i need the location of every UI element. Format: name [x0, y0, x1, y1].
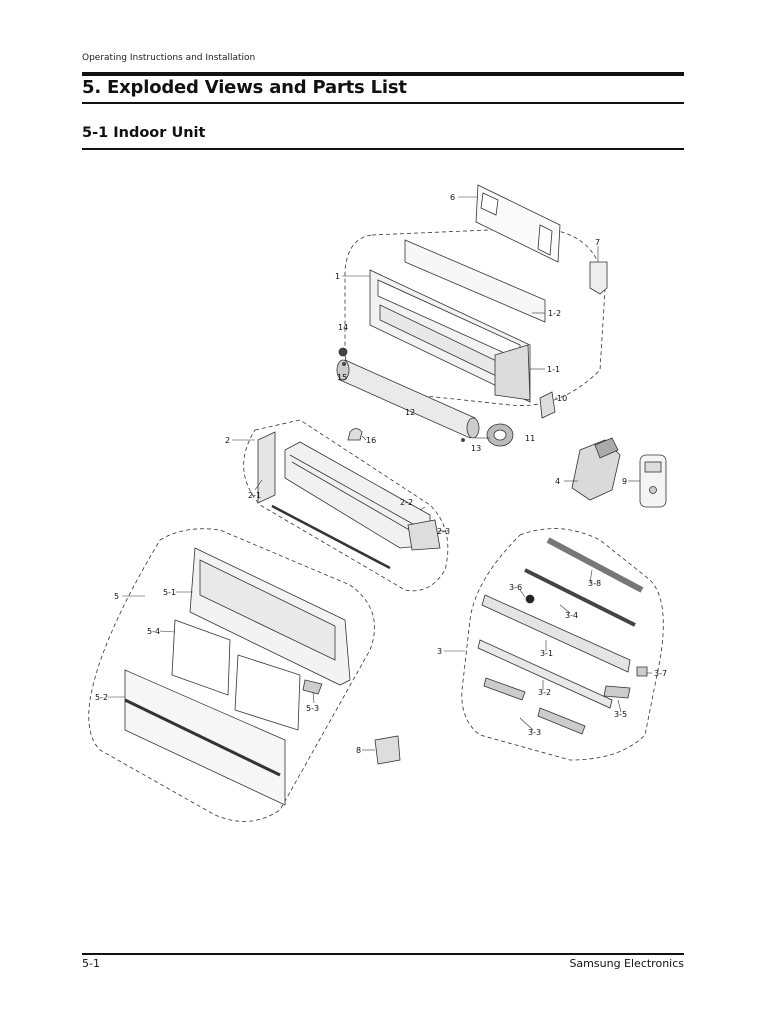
callout-5-3: 5-3	[306, 704, 319, 713]
running-header: Operating Instructions and Installation	[82, 53, 256, 63]
callout-3-6: 3-6	[509, 583, 522, 592]
part-5-front-grille	[124, 547, 351, 806]
callout-9: 9	[622, 477, 627, 486]
part-3-louver-assembly	[477, 537, 648, 735]
callout-14: 14	[338, 323, 348, 332]
section-rule	[82, 148, 684, 150]
callout-7: 7	[595, 238, 600, 247]
part-12-blower-fan	[336, 359, 480, 439]
part-8-box	[374, 735, 401, 765]
callout-1-1: 1-1	[547, 365, 560, 374]
callout-5: 5	[114, 592, 119, 601]
page-title: 5. Exploded Views and Parts List	[82, 77, 407, 98]
callout-1-2: 1-2	[548, 309, 561, 318]
part-14-bearing	[338, 347, 348, 357]
callout-10: 10	[557, 394, 567, 403]
part-6-mounting-plate	[475, 184, 561, 263]
callout-11: 11	[525, 434, 535, 443]
footer-rule	[82, 953, 684, 955]
page-number: 5-1	[82, 957, 100, 970]
part-1-chassis	[369, 239, 546, 403]
callout-3-3: 3-3	[528, 728, 541, 737]
callout-5-4: 5-4	[147, 627, 160, 636]
group-outlines	[88, 227, 664, 822]
callout-labels: 6 7 1 1-2 14 1-1 15 10 12 16 2 11 13 4 9…	[95, 193, 667, 755]
callout-3-5: 3-5	[614, 710, 627, 719]
outline-group-5	[88, 528, 375, 822]
outline-group-3	[461, 528, 664, 761]
callout-3-7: 3-7	[654, 669, 667, 678]
callout-13: 13	[471, 444, 481, 453]
leader-lines	[108, 196, 652, 751]
callout-2: 2	[225, 436, 230, 445]
callout-8: 8	[356, 746, 361, 755]
callout-4: 4	[555, 477, 560, 486]
footer-company: Samsung Electronics	[569, 957, 684, 970]
callout-2-2: 2-2	[400, 498, 413, 507]
part-16-sensor	[347, 428, 363, 441]
part-7-bracket	[589, 261, 608, 295]
callout-3: 3	[437, 647, 442, 656]
callout-15: 15	[337, 373, 347, 382]
callout-2-3: 2-3	[437, 527, 450, 536]
outline-group-2	[243, 419, 449, 592]
callout-5-2: 5-2	[95, 693, 108, 702]
part-3-6-ring	[525, 594, 535, 604]
part-4-control-box	[571, 437, 621, 501]
part-9-remote-control	[639, 454, 667, 508]
parts-drawings	[124, 184, 667, 806]
callout-3-1: 3-1	[540, 649, 553, 658]
callout-3-8: 3-8	[588, 579, 601, 588]
title-rule-bottom	[82, 102, 684, 104]
part-13-screw	[461, 438, 465, 442]
callout-2-1: 2-1	[248, 491, 261, 500]
callout-5-1: 5-1	[163, 588, 176, 597]
part-11-fan-motor	[486, 423, 514, 447]
part-2-evaporator	[257, 431, 441, 570]
callout-12: 12	[405, 408, 415, 417]
callout-3-2: 3-2	[538, 688, 551, 697]
callout-6: 6	[450, 193, 455, 202]
title-rule-top	[82, 72, 684, 76]
outline-group-1	[344, 227, 606, 406]
callout-1: 1	[335, 272, 340, 281]
callout-16: 16	[366, 436, 376, 445]
callout-3-4: 3-4	[565, 611, 578, 620]
part-15-screw	[342, 362, 346, 366]
part-10-motor-holder	[539, 391, 556, 419]
section-title: 5-1 Indoor Unit	[82, 125, 206, 141]
